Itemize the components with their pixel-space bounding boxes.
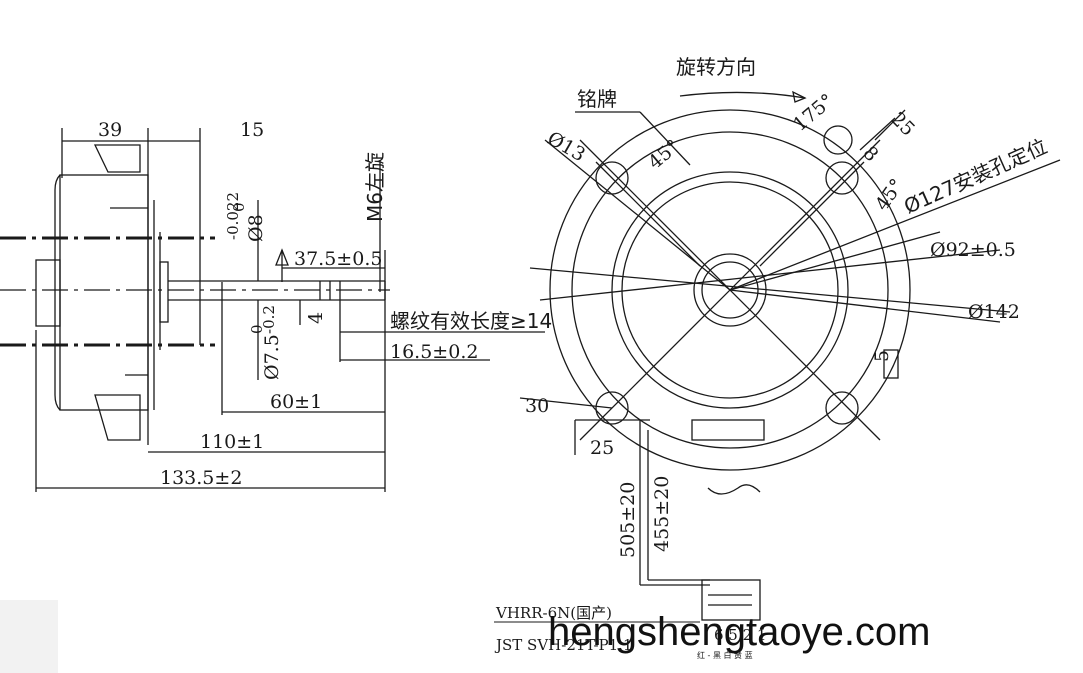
mount-circle-label: Ø127安装孔定位 — [900, 134, 1050, 219]
hole-dia-13-label: Ø13 — [544, 127, 589, 166]
cable-505-label: 505±20 — [617, 482, 639, 558]
shaft-dia-7-5-lower-tol: -0.2 — [260, 305, 278, 334]
shaft-dia-8-label: Ø8 — [245, 214, 267, 242]
shaft-dia-8-upper-tol: 0 — [230, 202, 248, 212]
dim-133-5-label: 133.5±2 — [160, 467, 242, 489]
watermark-text: hengshengtaoye.com — [548, 610, 931, 654]
connector-housing-2: JST SVH-21T-P1.1 — [494, 636, 633, 654]
connector-notes: VHRR-6N(国产) JST SVH-21T-P1.1 6 5 2 1 红 -… — [494, 604, 766, 660]
front-view — [519, 90, 1061, 621]
dim-25-bottom-label: 25 — [590, 437, 614, 459]
thread-spec-label: M6左旋 — [363, 152, 387, 222]
nameplate-label: 铭牌 — [577, 87, 617, 111]
cable-455-label: 455±20 — [651, 476, 673, 552]
front-view-labels: 旋转方向 铭牌 Ø13 45° 175° 25 8 45° Ø127安装孔定位 … — [525, 55, 1051, 558]
dim-8-label: 8 — [858, 142, 882, 166]
shaft-dia-7-5-label: Ø7.5 — [261, 334, 283, 380]
mount-hole-tr — [825, 161, 859, 195]
side-view-labels: 39 15 Ø8 0 -0.022 M6左旋 37.5±0.5 Ø7.5 0 -… — [98, 119, 552, 489]
rotation-direction-label: 旋转方向 — [676, 55, 756, 79]
dim-15-label: 15 — [240, 119, 264, 141]
shaft-dia-8-lower-tol: -0.022 — [224, 192, 242, 240]
dim-16-5-label: 16.5±0.2 — [390, 341, 478, 363]
dim-5-label: 5 — [871, 350, 893, 362]
dim-25-top-label: 25 — [886, 108, 919, 141]
dia-92-label: Ø92±0.5 — [930, 239, 1016, 261]
mount-hole-bl — [595, 391, 629, 425]
dim-60-label: 60±1 — [270, 391, 322, 413]
dim-4-label: 4 — [305, 312, 327, 324]
dim-37-5-label: 37.5±0.5 — [294, 248, 382, 270]
side-view — [0, 128, 545, 492]
dim-30-label: 30 — [525, 395, 549, 417]
corner-panel — [0, 600, 58, 673]
connector-pin-numbers: 6 5 2 1 — [714, 626, 766, 644]
shaft-dia-7-5-upper-tol: 0 — [248, 324, 266, 334]
dim-110-label: 110±1 — [200, 431, 264, 453]
connector-wire-colors: 红 - 黑 白 黄 蓝 — [697, 650, 753, 660]
connector-housing-1: VHRR-6N(国产) — [495, 604, 612, 622]
dim-39-label: 39 — [98, 119, 122, 141]
thread-length-label: 螺纹有效长度≥14 — [390, 309, 552, 333]
dia-142-label: Ø142 — [968, 301, 1020, 323]
mount-hole-br — [825, 391, 859, 425]
